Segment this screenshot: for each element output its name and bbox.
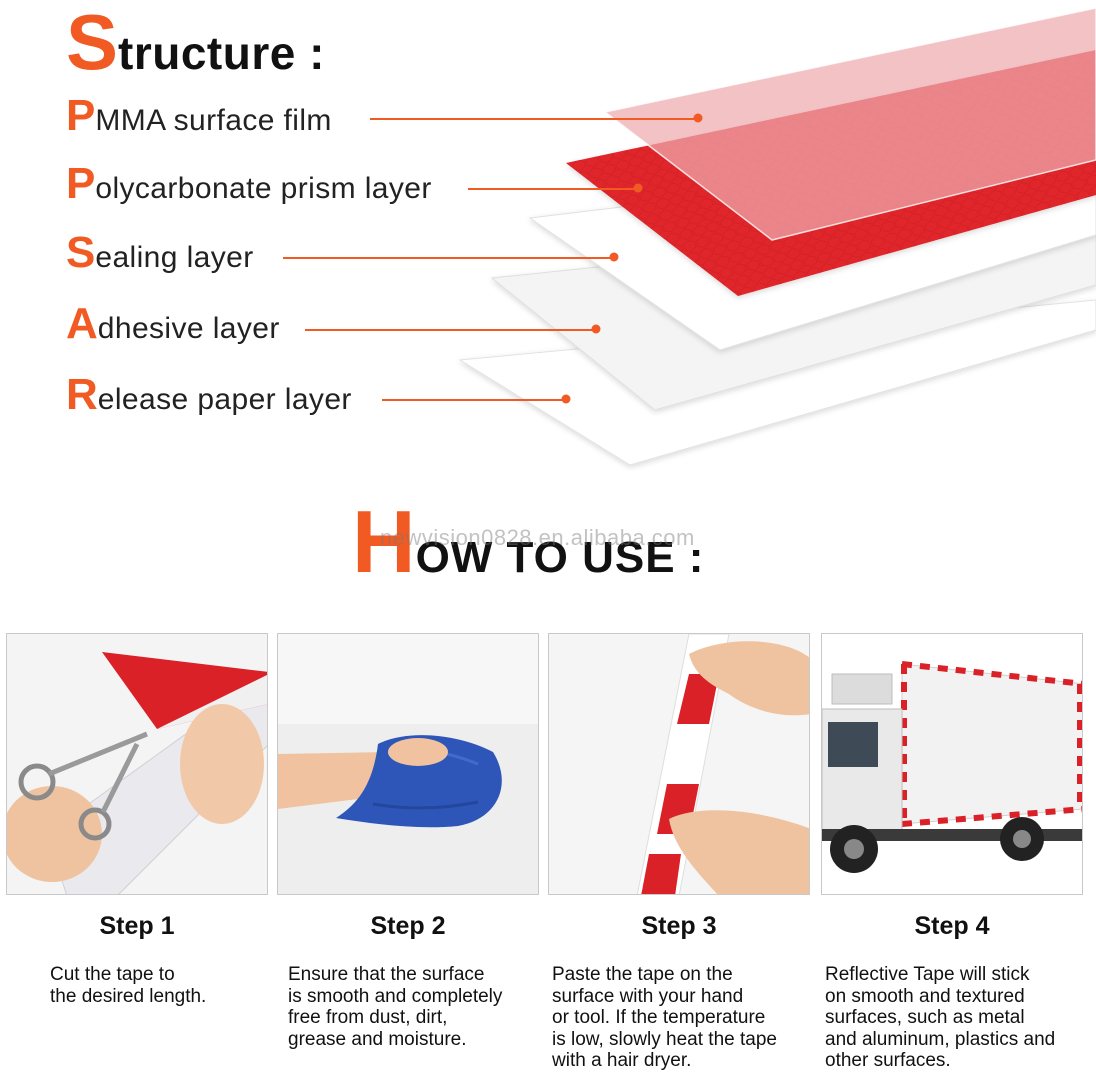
step-2-photo [277, 633, 539, 895]
how-heading-initial: H [352, 492, 416, 591]
step-4-photo [821, 633, 1083, 895]
layer-label-adhesive: A dhesive layer [66, 302, 280, 346]
leader-line-polycarbonate [468, 188, 638, 190]
layer-initial: P [66, 159, 96, 208]
step-1-title: Step 1 [99, 912, 175, 940]
layer-text: MMA surface film [95, 104, 332, 137]
leader-dot-polycarbonate [633, 183, 643, 193]
pmma-film-sheet [603, 7, 1096, 241]
layer-label-pmma: P MMA surface film [66, 94, 332, 138]
how-to-use-heading: H OW TO USE : [352, 492, 705, 591]
layer-initial: S [66, 228, 96, 277]
layer-stack-illustration [458, 7, 1096, 466]
layer-initial: P [66, 91, 96, 140]
leader-dot-adhesive [591, 324, 601, 334]
step-1-description: Cut the tape to the desired length. [50, 964, 207, 1007]
step-1-photo [6, 633, 268, 895]
layer-label-release-paper: R elease paper layer [66, 373, 352, 417]
leader-dot-pmma [693, 113, 703, 123]
step-2-description: Ensure that the surface is smooth and co… [288, 964, 503, 1050]
structure-heading-text: tructure : [118, 27, 325, 79]
watermark: newvision0828.en.alibaba.com [380, 525, 695, 550]
step-4-description: Reflective Tape will stick on smooth and… [825, 964, 1056, 1071]
leader-dot-release-paper [561, 394, 571, 404]
structure-heading-initial: S [66, 0, 119, 86]
layer-text: olycarbonate prism layer [95, 172, 432, 205]
leader-dot-sealing [609, 252, 619, 262]
step-3-title: Step 3 [641, 912, 717, 940]
how-heading-text: OW TO USE : [415, 533, 705, 582]
step-3-description: Paste the tape on the surface with your … [552, 964, 777, 1071]
leader-line-release-paper [382, 399, 566, 401]
leader-line-pmma [370, 118, 698, 120]
layer-initial: R [66, 370, 98, 419]
step-3-photo [548, 633, 810, 895]
layer-text: ealing layer [95, 241, 254, 274]
structure-heading: S tructure : [66, 2, 325, 82]
layer-initial: A [66, 299, 98, 348]
leader-line-sealing [283, 257, 614, 259]
step-4-title: Step 4 [914, 912, 990, 940]
leader-line-adhesive [305, 329, 596, 331]
step-2-title: Step 2 [370, 912, 446, 940]
layer-text: dhesive layer [97, 312, 280, 345]
layer-text: elease paper layer [97, 383, 352, 416]
layer-label-sealing: S ealing layer [66, 231, 254, 275]
layer-label-polycarbonate: P olycarbonate prism layer [66, 162, 432, 206]
